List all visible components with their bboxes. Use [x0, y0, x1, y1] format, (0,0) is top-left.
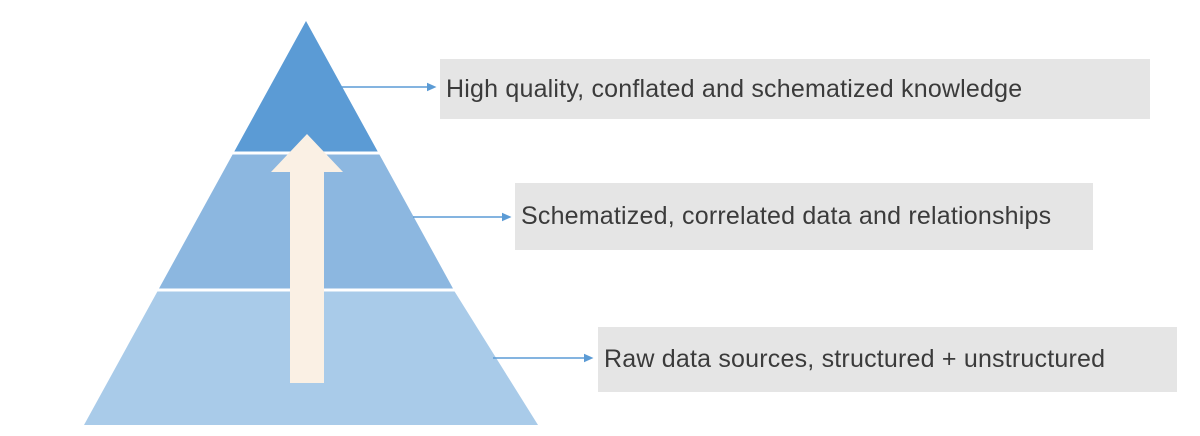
connector-top-arrowhead-icon	[427, 82, 437, 92]
connector-bottom	[493, 353, 594, 363]
pyramid-level-top	[234, 21, 378, 152]
connector-middle-arrowhead-icon	[502, 212, 512, 222]
label-box-bottom: Raw data sources, structured + unstructu…	[598, 327, 1177, 392]
label-box-top: High quality, conflated and schematized …	[440, 59, 1150, 119]
connector-bottom-arrowhead-icon	[584, 353, 594, 363]
label-text-middle: Schematized, correlated data and relatio…	[521, 202, 1052, 230]
label-text-top: High quality, conflated and schematized …	[446, 74, 1023, 103]
connector-top	[337, 82, 437, 92]
up-arrow-icon	[271, 134, 343, 383]
label-text-bottom: Raw data sources, structured + unstructu…	[604, 345, 1106, 373]
label-box-middle: Schematized, correlated data and relatio…	[515, 183, 1093, 250]
connector-middle	[413, 212, 512, 222]
